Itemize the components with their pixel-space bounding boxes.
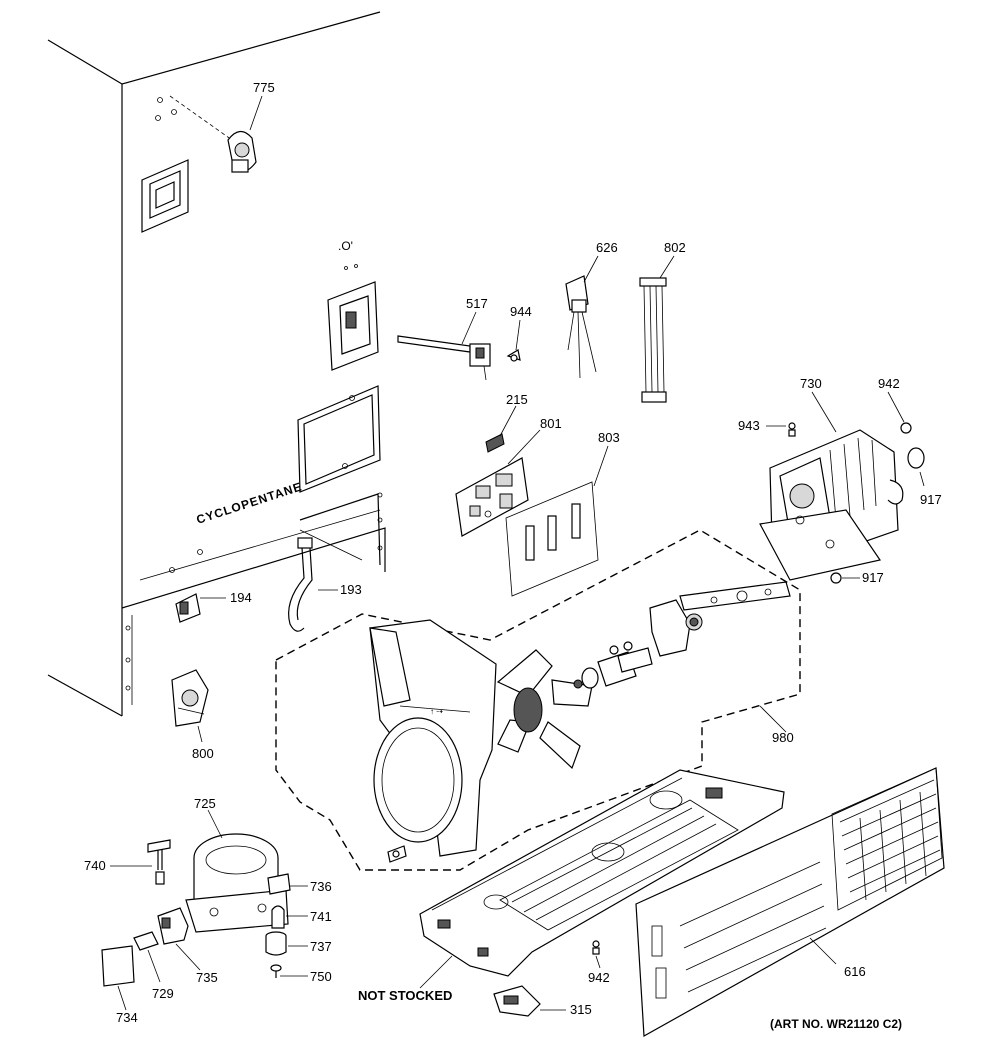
leader-lines bbox=[110, 95, 925, 1011]
not-stocked-label: NOT STOCKED bbox=[358, 988, 452, 1003]
part-980-assembly: ↑ ⇢ bbox=[275, 529, 801, 871]
part-517 bbox=[397, 335, 491, 381]
label-750: 750 bbox=[310, 969, 332, 984]
label-626: 626 bbox=[596, 240, 618, 255]
label-736: 736 bbox=[310, 879, 332, 894]
label-917-right: 917 bbox=[920, 492, 942, 507]
label-194: 194 bbox=[230, 590, 252, 605]
part-734 bbox=[101, 945, 135, 987]
part-741 bbox=[271, 905, 285, 929]
label-980: 980 bbox=[772, 730, 794, 745]
cabinet-text: CYCLOPENTANE bbox=[195, 479, 304, 526]
part-735 bbox=[157, 907, 189, 945]
label-734: 734 bbox=[116, 1010, 138, 1025]
label-801: 801 bbox=[540, 416, 562, 431]
label-943: 943 bbox=[738, 418, 760, 433]
part-194 bbox=[175, 593, 201, 623]
part-labels: 775 626 802 517 944 215 801 803 730 942 … bbox=[84, 80, 942, 1031]
part-943 bbox=[788, 422, 796, 437]
label-942-bottom: 942 bbox=[588, 970, 610, 985]
label-917-bottom: 917 bbox=[862, 570, 884, 585]
part-626 bbox=[565, 275, 597, 379]
svg-text:.O': .O' bbox=[338, 239, 353, 253]
label-616: 616 bbox=[844, 964, 866, 979]
part-944 bbox=[506, 349, 521, 362]
label-740: 740 bbox=[84, 858, 106, 873]
svg-text:↑ ⇢: ↑ ⇢ bbox=[430, 707, 443, 716]
part-737 bbox=[265, 931, 287, 956]
part-750 bbox=[270, 964, 282, 978]
part-740 bbox=[147, 839, 171, 885]
label-730: 730 bbox=[800, 376, 822, 391]
part-193 bbox=[288, 537, 313, 632]
part-802 bbox=[639, 277, 667, 403]
base-pan bbox=[419, 769, 785, 977]
part-803 bbox=[505, 481, 599, 597]
art-number-label: (ART NO. WR21120 C2) bbox=[770, 1017, 902, 1031]
part-729 bbox=[133, 931, 159, 951]
label-517: 517 bbox=[466, 296, 488, 311]
part-942-top bbox=[900, 422, 912, 434]
label-944: 944 bbox=[510, 304, 532, 319]
part-725-compressor bbox=[185, 833, 289, 933]
label-729: 729 bbox=[152, 986, 174, 1001]
part-730 bbox=[759, 429, 904, 581]
part-736 bbox=[267, 873, 291, 895]
label-802: 802 bbox=[664, 240, 686, 255]
label-803: 803 bbox=[598, 430, 620, 445]
label-942-top: 942 bbox=[878, 376, 900, 391]
label-193: 193 bbox=[340, 582, 362, 597]
label-775: 775 bbox=[253, 80, 275, 95]
label-800: 800 bbox=[192, 746, 214, 761]
label-725: 725 bbox=[194, 796, 216, 811]
part-775 bbox=[227, 130, 257, 173]
part-801 bbox=[455, 457, 529, 537]
refrigerator-cabinet: CYCLOPENTANE .O' bbox=[47, 11, 386, 717]
part-917-bottom bbox=[830, 572, 842, 584]
part-616 bbox=[635, 767, 945, 1037]
label-737: 737 bbox=[310, 939, 332, 954]
part-917-right bbox=[907, 447, 925, 469]
part-215 bbox=[485, 433, 505, 453]
part-942-bottom bbox=[592, 940, 600, 955]
label-315: 315 bbox=[570, 1002, 592, 1017]
part-315 bbox=[493, 985, 541, 1017]
label-741: 741 bbox=[310, 909, 332, 924]
label-215: 215 bbox=[506, 392, 528, 407]
part-800 bbox=[171, 669, 209, 727]
label-735: 735 bbox=[196, 970, 218, 985]
